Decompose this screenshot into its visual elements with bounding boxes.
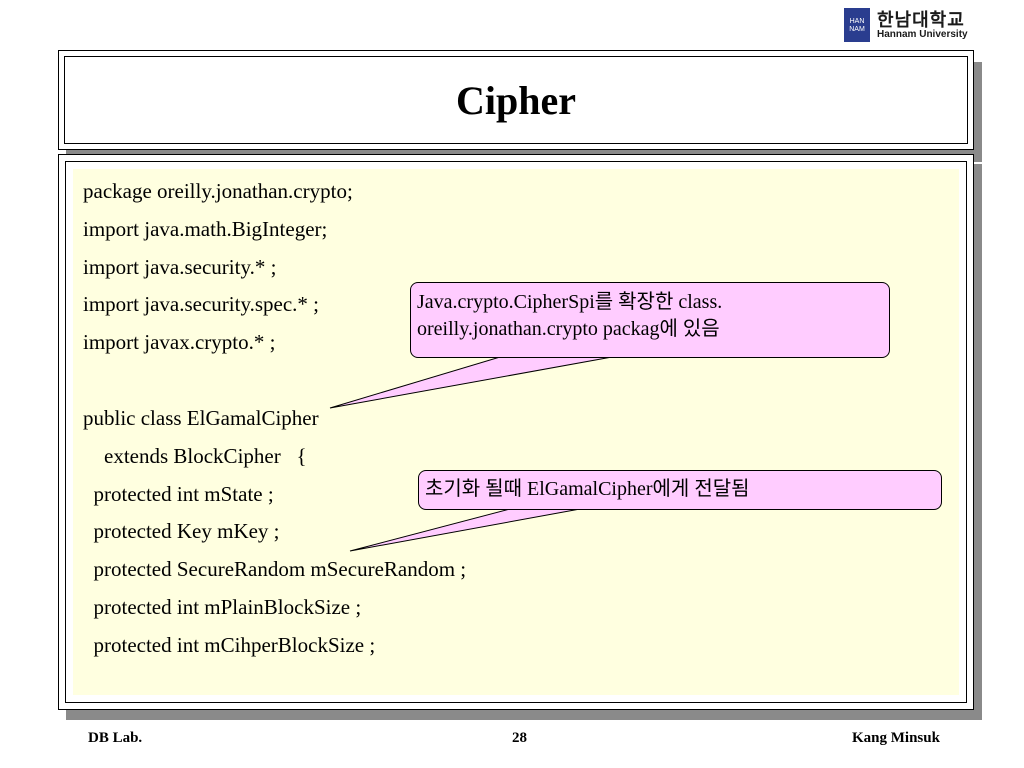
- code-line: import java.math.BigInteger;: [83, 217, 328, 241]
- code-line: package oreilly.jonathan.crypto;: [83, 179, 353, 203]
- callout-superclass-line-2: oreilly.jonathan.crypto packag에 있음: [417, 318, 720, 340]
- university-logo: HAN NAM 한남대학교 Hannam University: [844, 6, 984, 46]
- code-line: import javax.crypto.* ;: [83, 330, 276, 354]
- callout-init-text: 초기화 될때 ElGamalCipher에게 전달됨: [425, 478, 750, 500]
- slide-title: Cipher: [456, 77, 576, 123]
- footer-author: Kang Minsuk: [852, 730, 940, 746]
- content-inner-frame: package oreilly.jonathan.crypto; import …: [65, 161, 967, 703]
- callout-superclass-note: Java.crypto.CipherSpi를 확장한 class. oreill…: [410, 282, 890, 358]
- code-line: import java.security.spec.* ;: [83, 292, 319, 316]
- content-box: package oreilly.jonathan.crypto; import …: [58, 154, 974, 710]
- logo-english-name: Hannam University: [877, 29, 968, 40]
- code-listing: package oreilly.jonathan.crypto; import …: [73, 169, 959, 695]
- logo-mark-text: HAN NAM: [849, 18, 865, 33]
- callout-superclass-line-1: Java.crypto.CipherSpi를 확장한 class.: [417, 291, 723, 313]
- title-box: Cipher: [58, 50, 974, 150]
- code-line: extends BlockCipher {: [83, 444, 307, 468]
- code-line: protected Key mKey ;: [83, 519, 280, 543]
- code-line: import java.security.* ;: [83, 255, 277, 279]
- code-line: protected int mState ;: [83, 482, 274, 506]
- callout-init-note: 초기화 될때 ElGamalCipher에게 전달됨: [418, 470, 942, 510]
- code-line: protected int mPlainBlockSize ;: [83, 595, 362, 619]
- logo-emblem-icon: HAN NAM: [844, 8, 870, 42]
- footer-page-number: 28: [512, 730, 527, 746]
- code-line: protected SecureRandom mSecureRandom ;: [83, 557, 467, 581]
- code-line: public class ElGamalCipher: [83, 406, 319, 430]
- title-inner-frame: Cipher: [64, 56, 968, 144]
- code-line: protected int mCihperBlockSize ;: [83, 633, 376, 657]
- footer-lab-name: DB Lab.: [88, 730, 143, 746]
- logo-korean-name: 한남대학교: [877, 10, 965, 31]
